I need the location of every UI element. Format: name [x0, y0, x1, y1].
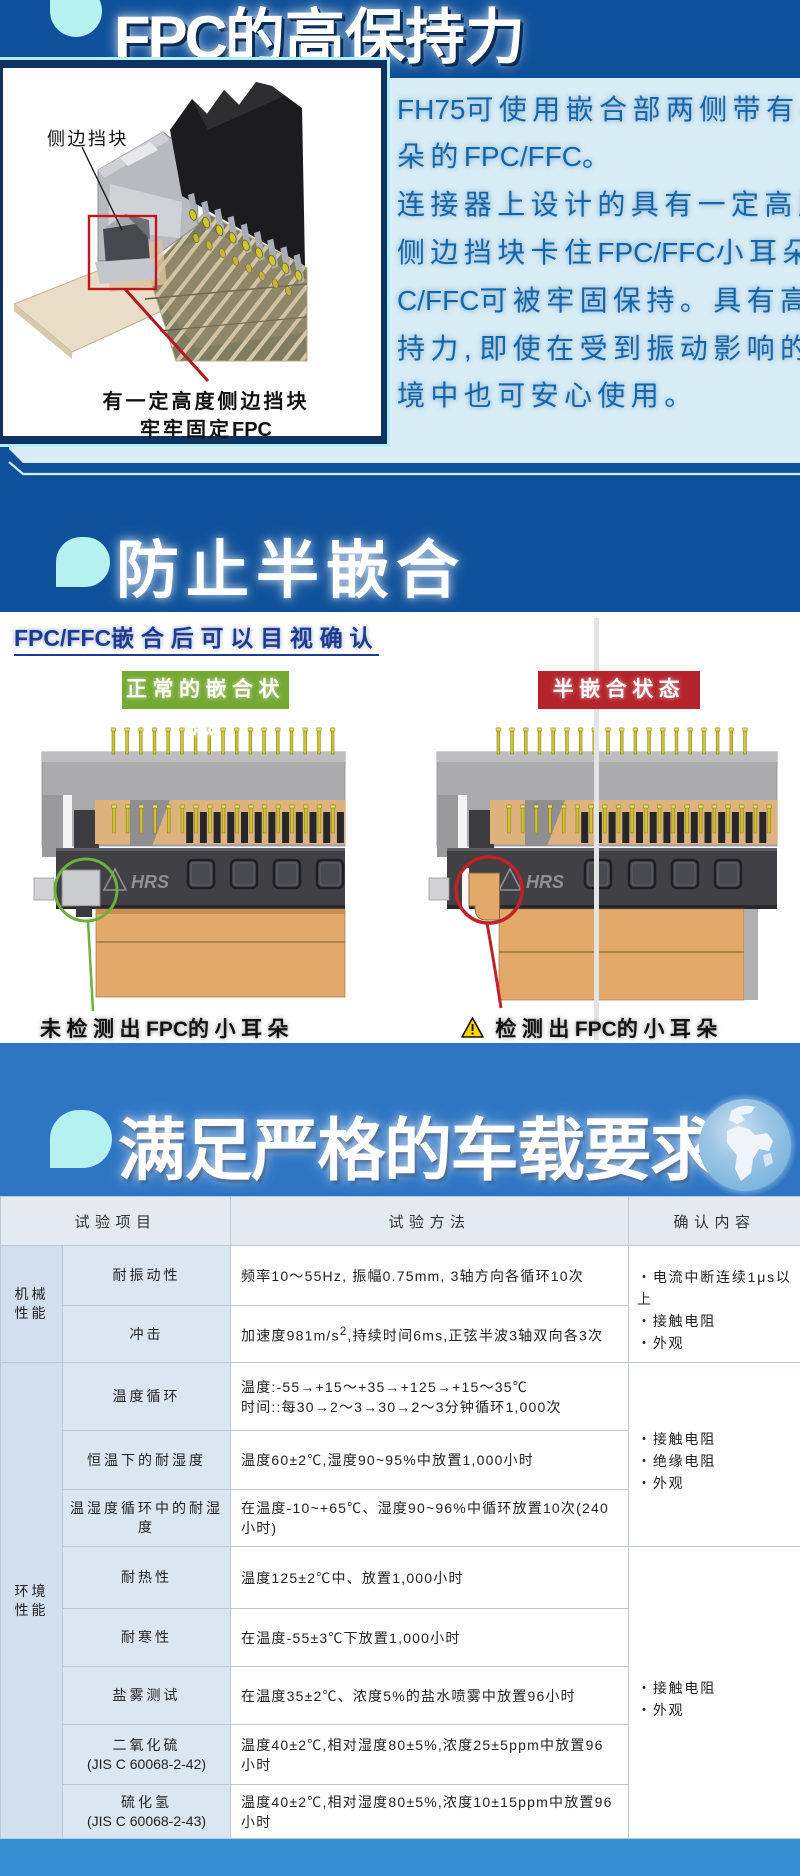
- svg-text:HRS: HRS: [526, 872, 564, 892]
- svg-text:HRS: HRS: [131, 872, 169, 892]
